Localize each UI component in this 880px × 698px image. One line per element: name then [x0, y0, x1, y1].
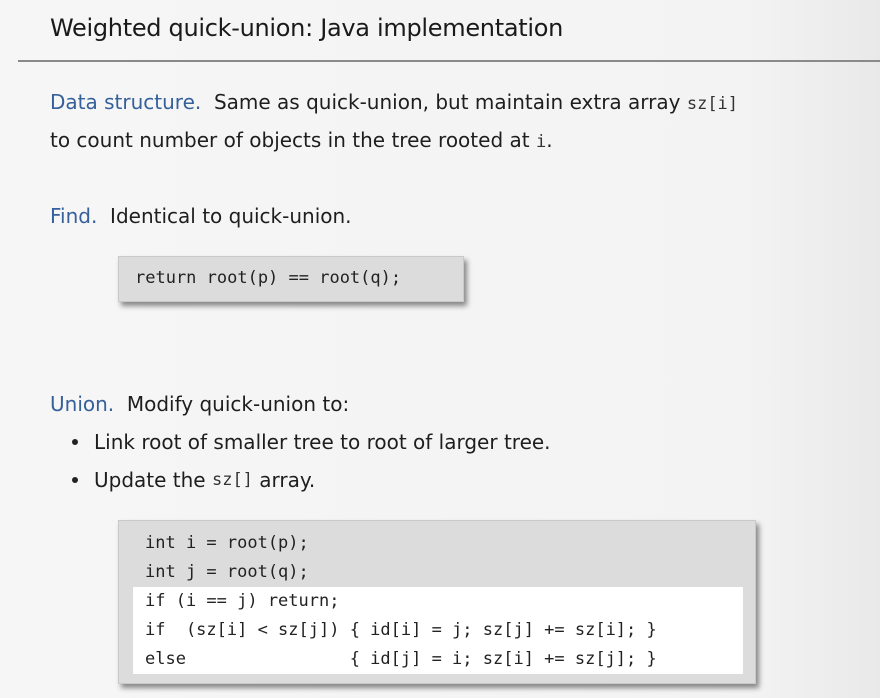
union-code-line-1: int i = root(p); — [145, 533, 309, 553]
data-structure-code-i: i — [535, 132, 547, 152]
bullet-dot-icon — [72, 439, 78, 445]
data-structure-text-3: . — [546, 128, 553, 152]
bullet-text-2-pre: Update the — [94, 468, 212, 492]
data-structure-keyword: Data structure. — [50, 90, 202, 114]
union-code-line-2: int j = root(q); — [145, 562, 309, 582]
bullet-item: Link root of smaller tree to root of lar… — [70, 423, 551, 461]
data-structure-code-sz: sz[i] — [686, 94, 739, 114]
title-divider — [18, 60, 880, 62]
data-structure-paragraph: Data structure. Same as quick-union, but… — [50, 84, 738, 160]
union-paragraph: Union. Modify quick-union to: — [50, 386, 349, 422]
bullet-dot-icon — [72, 477, 78, 483]
union-code-line-3: if (i == j) return; — [133, 587, 743, 616]
bullet-item: Update the sz[] array. — [70, 461, 551, 499]
union-code-line-4: if (sz[i] < sz[j]) { id[i] = j; sz[j] +=… — [133, 616, 743, 645]
union-keyword: Union. — [50, 392, 115, 416]
data-structure-text-1: Same as quick-union, but maintain extra … — [201, 90, 687, 114]
find-keyword: Find. — [50, 204, 98, 228]
union-code-block: int i = root(p); int j = root(q); if (i … — [118, 520, 756, 684]
slide-title: Weighted quick-union: Java implementatio… — [50, 14, 563, 42]
union-code-line-5: else { id[j] = i; sz[i] += sz[j]; } — [133, 645, 743, 674]
union-bullet-list: Link root of smaller tree to root of lar… — [70, 423, 551, 499]
find-code-block: return root(p) == root(q); — [118, 256, 464, 302]
data-structure-line-1: Data structure. Same as quick-union, but… — [50, 84, 738, 122]
bullet-text-2-post: array. — [252, 468, 316, 492]
find-code-line: return root(p) == root(q); — [135, 268, 402, 288]
find-paragraph: Find. Identical to quick-union. — [50, 198, 352, 234]
union-text: Modify quick-union to: — [114, 392, 350, 416]
bullet-text-1: Link root of smaller tree to root of lar… — [94, 430, 551, 454]
data-structure-line-2: to count number of objects in the tree r… — [50, 122, 738, 160]
bullet-code-sz: sz[] — [211, 470, 253, 490]
find-text: Identical to quick-union. — [97, 204, 352, 228]
data-structure-text-2: to count number of objects in the tree r… — [50, 128, 536, 152]
